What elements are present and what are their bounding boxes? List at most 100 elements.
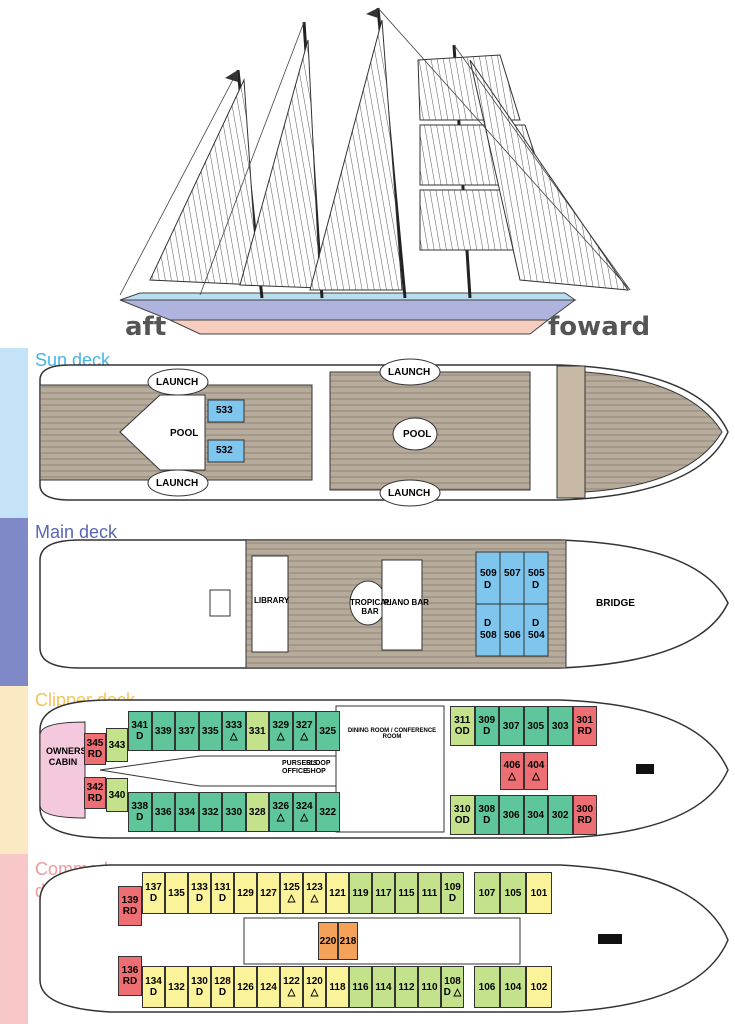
cabin-337: 337 [175,711,199,751]
cabin-code: D [149,893,158,904]
cabin-number: 104 [504,981,522,993]
cabin-102: 102 [526,966,552,1008]
cabin-number: 139 [121,895,139,906]
cabin-code: RD [122,976,138,987]
cabin-101: 101 [526,872,552,914]
cabin-number: 300 [576,804,594,815]
cabin-116: 116 [349,966,372,1008]
cabin-325: 325 [316,711,340,751]
cabin-number: 303 [551,720,569,732]
cabin-number: 117 [375,887,392,899]
cabin-number: 334 [178,806,196,818]
cabin-332: 332 [198,792,222,832]
cabin-code: △ [287,893,296,904]
cabin-number: 336 [154,806,172,818]
cabin-number: 127 [260,887,277,899]
cabin-code: △ [229,731,238,742]
clipper-deck-bar [0,686,28,854]
sun-deck-bar [0,348,28,518]
cabin-304: 304 [523,795,548,835]
cabin-number: 326 [272,801,290,812]
cabin-number: 337 [178,725,196,737]
cabin-number: 126 [237,981,254,993]
cabin-number: 124 [260,981,277,993]
pool-fwd [392,417,438,451]
cabin-code: D [448,893,457,904]
cabin-number: 324 [295,801,313,812]
cabin-329: 329△ [269,711,293,751]
cabin-330: 330 [222,792,246,832]
cabin-404: 404△ [524,752,548,790]
cabin-303: 303 [548,706,573,746]
sail-fore [309,19,403,291]
cabin-number: 107 [478,887,496,899]
sun-deck-bridge [556,365,586,499]
library-room [251,555,289,653]
cabin-number: 218 [339,935,357,947]
cabin-number: 101 [530,887,548,899]
cabin-number: 327 [295,720,313,731]
dining-room-area [335,705,445,833]
cabin-number: 308 [478,804,496,815]
cabin-number: 306 [502,809,520,821]
cabin-number: 310 [453,804,471,815]
cabin-339: 339 [151,711,175,751]
cabin-code: RD [577,815,592,826]
hull-lower [169,319,550,335]
cabin-code: RD [122,906,138,917]
cabin-115: 115 [395,872,418,914]
cabin-code: △ [310,893,319,904]
cabin-111: 111 [418,872,441,914]
cabin-number: 302 [551,809,569,821]
commodore-deck-bar [0,854,28,1024]
cabin-305: 305 [523,706,548,746]
cabin-number: 102 [530,981,548,993]
cabin-326: 326△ [269,792,293,832]
cabin-number: 345 [86,738,104,749]
cabin-335: 335 [198,711,222,751]
cabin-302: 302 [548,795,573,835]
cabin-number: 325 [319,725,337,737]
cabin-number: 342 [86,782,104,793]
cabin-number: 134 [145,976,162,987]
rigging [453,44,631,291]
launch-aft-bottom [147,469,209,497]
cabin-number: 130 [191,976,208,987]
cabin-107: 107 [474,872,500,914]
cabin-118: 118 [326,966,349,1008]
cabin-324: 324△ [292,792,316,832]
cabin-code: D [195,987,204,998]
cabin-number: 343 [108,739,126,751]
cabin-135: 135 [165,872,188,914]
cabin-340: 340 [106,778,128,812]
pool-aft [119,394,206,471]
flag-icon [225,70,238,82]
cabin-331: 331 [245,711,269,751]
tropical-bar-room [349,580,387,626]
cabin-number: 329 [272,720,290,731]
cabin-code: RD [87,749,103,760]
cabin-code: D [218,987,227,998]
cabin-number: 116 [352,981,369,993]
cabin-number: 330 [225,806,243,818]
hull-deckhouse [119,292,577,301]
cabin-number: 309 [478,715,496,726]
cabin-number: 339 [154,725,172,737]
cabin-number: 341 [131,720,149,731]
sail-main [239,39,321,289]
main-deck-stair [209,589,231,617]
cabin-123: 123△ [303,872,326,914]
cabin-number: 110 [421,981,438,993]
cabin-328: 328 [245,792,269,832]
cabin-number: 301 [576,715,594,726]
cabin-104: 104 [500,966,526,1008]
piano-bar-room [381,559,423,651]
cabin-number: 136 [121,965,139,976]
